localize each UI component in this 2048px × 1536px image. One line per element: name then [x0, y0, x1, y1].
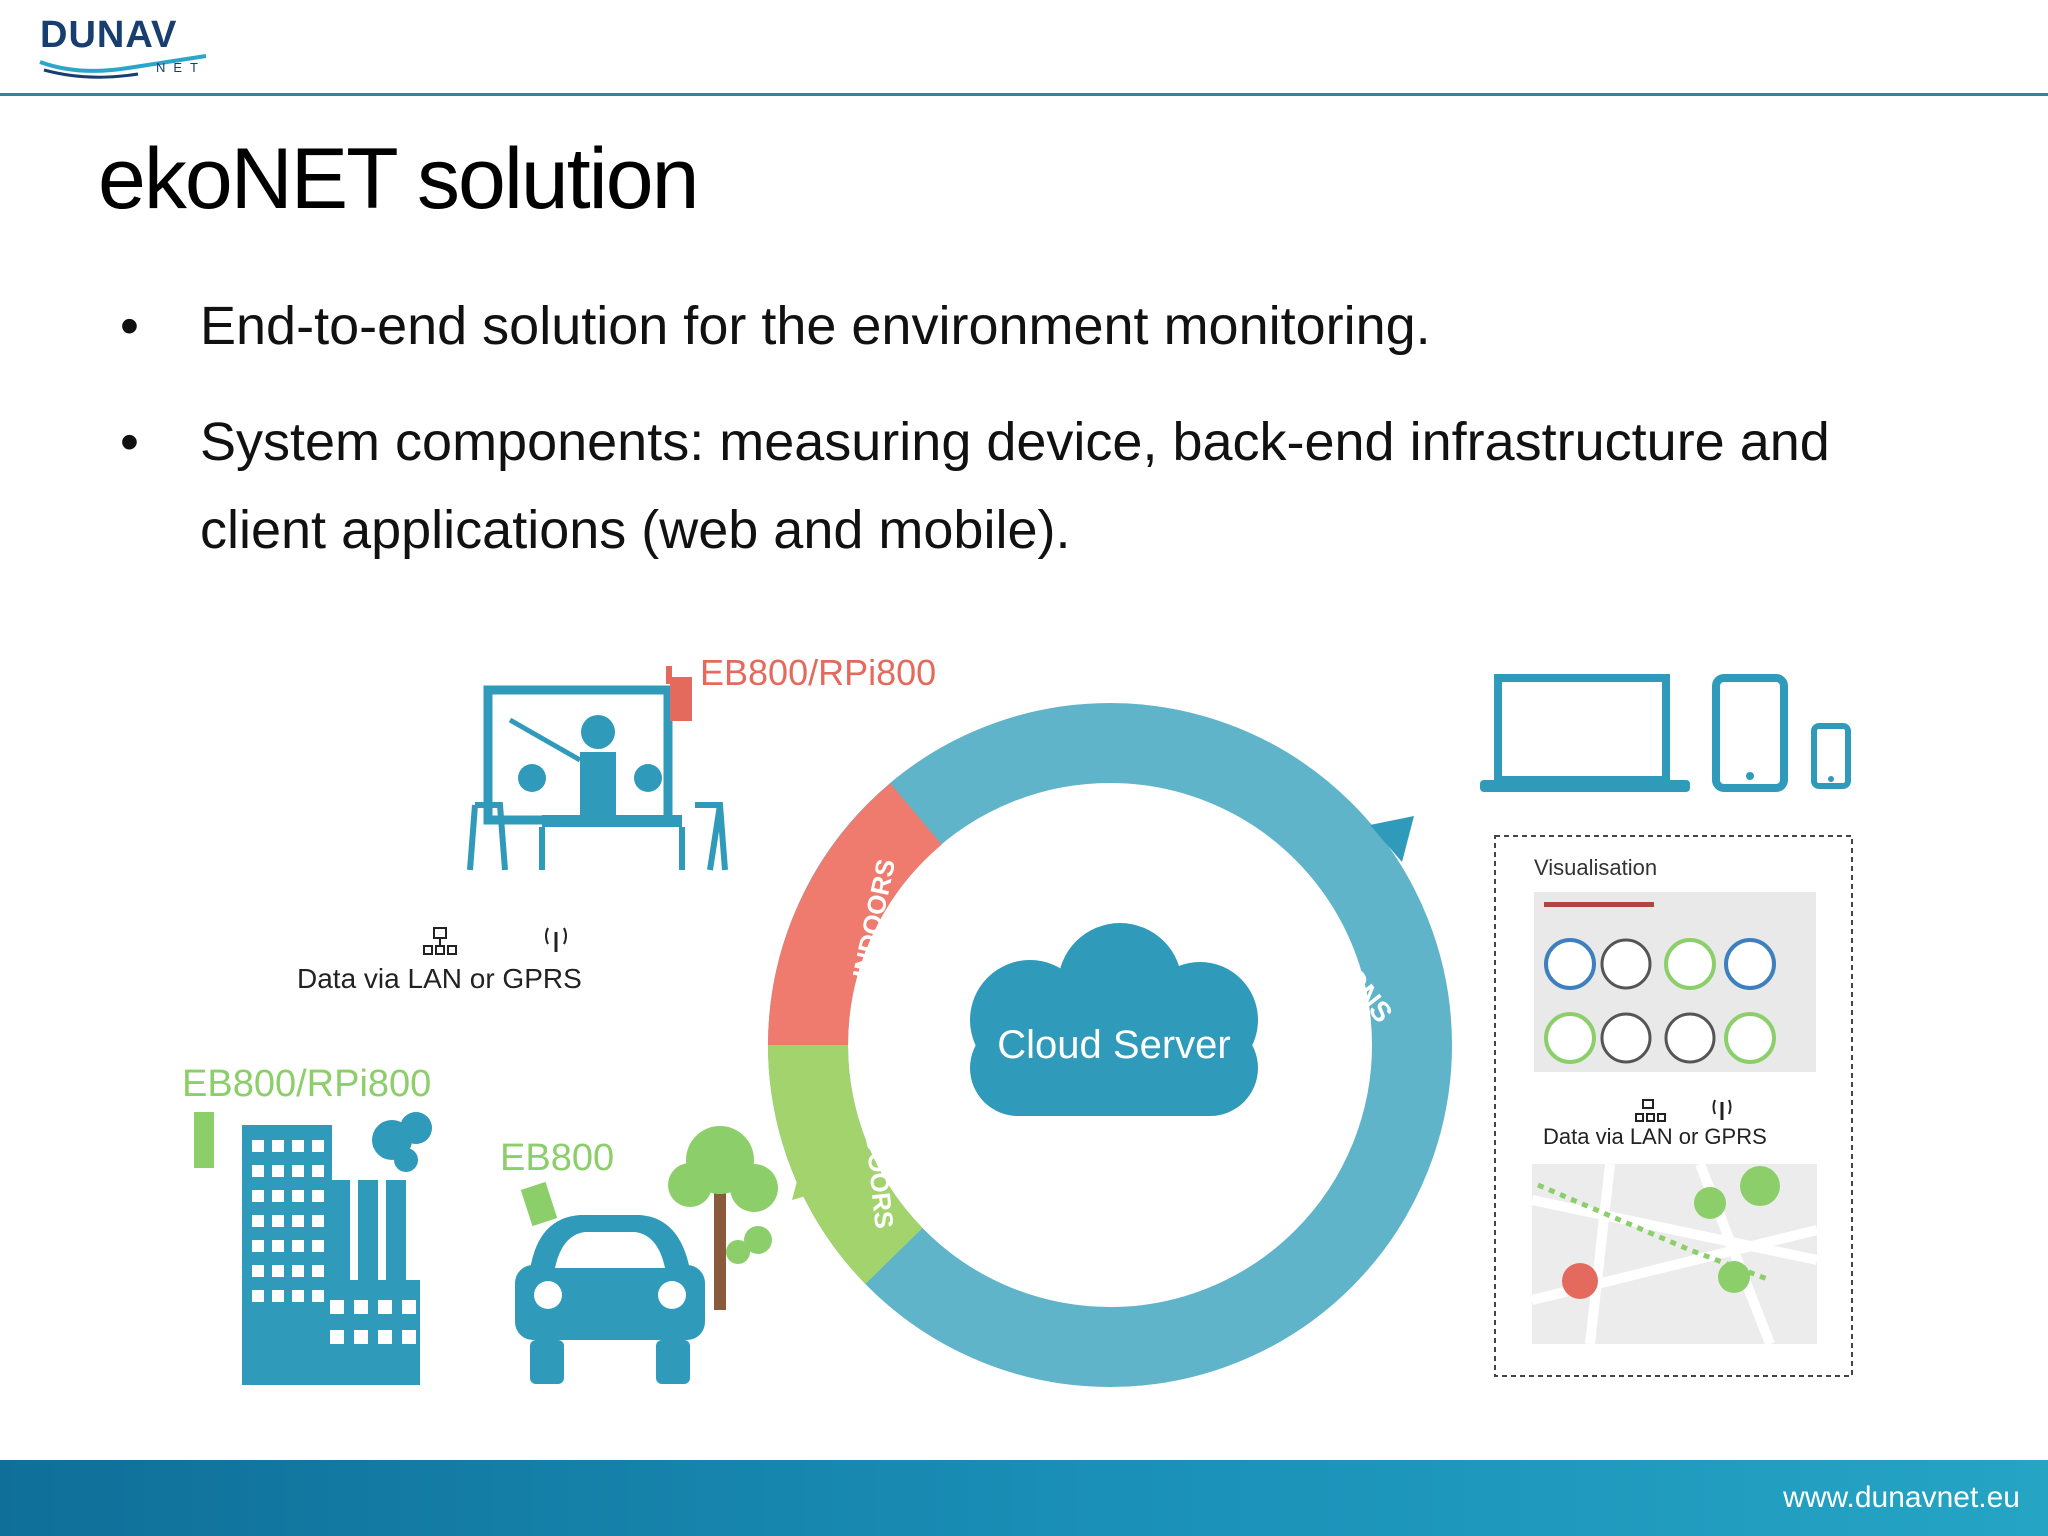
bullet-dot: •	[120, 296, 139, 356]
cloud-server-label: Cloud Server	[997, 1023, 1230, 1067]
logo-subtext: NET	[156, 60, 206, 75]
data-link-right-label: Data via LAN or GPRS	[1543, 1124, 1767, 1149]
dunavnet-logo: DUNAV NET	[38, 14, 208, 80]
device-left-label: EB800/RPi800	[182, 1063, 431, 1105]
footer-url[interactable]: www.dunavnet.eu	[1783, 1481, 2020, 1514]
gprs-antenna-icon	[545, 927, 567, 952]
gauges-dashboard-thumbnail	[1534, 892, 1816, 1072]
car-icon	[515, 1215, 705, 1384]
logo-wave-icon	[39, 54, 207, 79]
bullet-item: • System components: measuring device, b…	[120, 398, 1900, 574]
lan-network-icon	[423, 927, 457, 955]
bullet-list: • End-to-end solution for the environmen…	[120, 282, 1900, 602]
tree-icon	[668, 1126, 778, 1310]
logo-wordmark: DUNAV	[40, 14, 178, 56]
slide-title: ekoNET solution	[98, 131, 699, 227]
bullet-text: End-to-end solution for the environment …	[200, 296, 1431, 356]
laptop-icon	[1480, 674, 1690, 792]
lan-network-icon	[1635, 1099, 1666, 1122]
bullet-dot: •	[120, 412, 139, 472]
device-top-label: EB800/RPi800	[700, 652, 936, 693]
smartphone-icon	[1811, 723, 1851, 789]
header-bar: DUNAV NET	[0, 0, 2048, 96]
classroom-icon	[467, 685, 728, 871]
footer-bar: www.dunavnet.eu	[0, 1460, 2048, 1536]
device-top-icon	[666, 666, 692, 721]
gprs-antenna-icon	[1712, 1099, 1732, 1120]
cloud-server-icon	[970, 923, 1258, 1116]
data-ring: APPLICATIONS INDOORS OUTDOORS	[768, 703, 1452, 1387]
factory-building-icon	[242, 1112, 432, 1385]
visualisation-panel	[1494, 835, 1853, 1377]
tablet-icon	[1712, 674, 1788, 792]
bullet-text: System components: measuring device, bac…	[200, 412, 1830, 560]
data-link-left-label: Data via LAN or GPRS	[297, 963, 582, 994]
device-car-icon	[520, 1181, 558, 1227]
device-car-label: EB800	[500, 1137, 614, 1179]
visualisation-title: Visualisation	[1534, 855, 1657, 880]
bullet-item: • End-to-end solution for the environmen…	[120, 282, 1900, 370]
map-thumbnail	[1530, 1162, 1819, 1346]
ekonet-architecture-diagram: EB800/RPi800 Data via LAN or GPRS EB800/…	[182, 652, 1853, 1387]
device-left-icon	[194, 1112, 214, 1168]
